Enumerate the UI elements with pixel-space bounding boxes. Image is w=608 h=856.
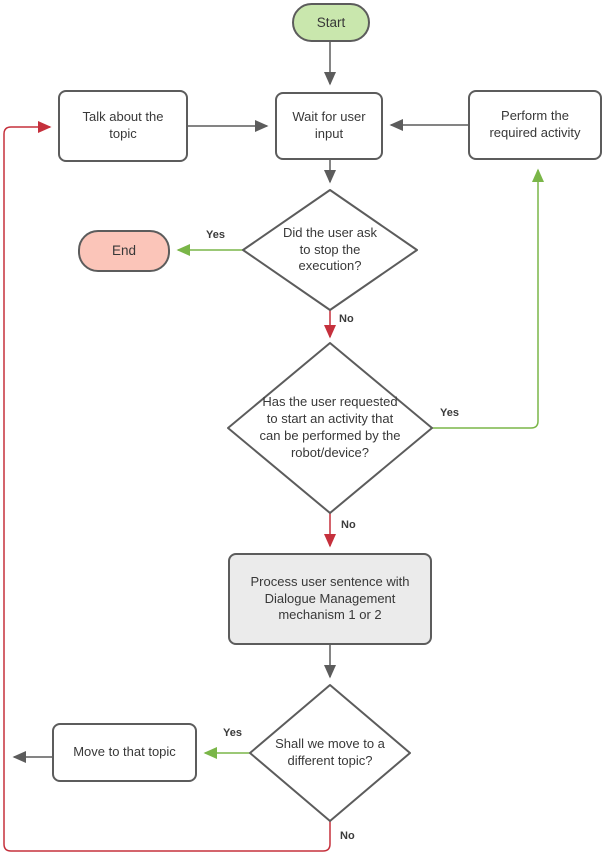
stop-decision-diamond [242,189,418,311]
talk-about-topic-node: Talk about the topic [58,90,188,162]
move-to-topic-node: Move to that topic [52,723,197,782]
talk-about-topic-label: Talk about the topic [82,109,164,141]
wait-for-input-node: Wait for user input [275,92,383,160]
start-node: Start [292,3,370,42]
move-no-label: No [338,830,357,842]
edge-move-no-loop-to-talk [3,121,331,852]
process-sentence-node: Process user sentence with Dialogue Mana… [228,553,432,645]
move-yes-label: Yes [221,727,244,739]
perform-activity-label: Perform the required activity [489,108,581,140]
activity-yes-label: Yes [438,407,461,419]
perform-activity-node: Perform the required activity [468,90,602,160]
end-node: End [78,230,170,272]
wait-for-input-label: Wait for user input [292,109,366,141]
activity-no-label: No [339,519,358,531]
activity-decision-diamond [227,342,433,514]
process-sentence-label: Process user sentence with Dialogue Mana… [250,573,410,623]
move-decision-diamond [249,684,411,822]
edge-activity-yes-to-perform [432,168,544,429]
stop-yes-label: Yes [204,229,227,241]
stop-no-label: No [337,313,356,325]
